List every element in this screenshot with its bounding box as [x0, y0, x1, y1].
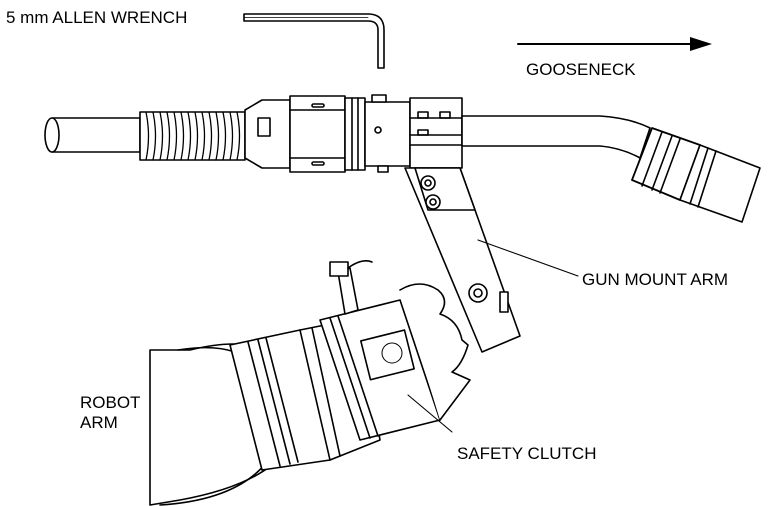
- gun-body: [244, 94, 463, 173]
- safety-clutch: [319, 260, 471, 441]
- cable-coil-ridge: [166, 111, 171, 161]
- cable-coil-ridge: [208, 111, 213, 161]
- label-allen-wrench: 5 mm ALLEN WRENCH: [6, 8, 188, 27]
- label-safety-clutch: SAFETY CLUTCH: [457, 444, 597, 463]
- direction-arrow: [517, 37, 712, 51]
- cable-coil-ridge: [152, 111, 157, 161]
- gun-mount-arm: [404, 167, 521, 353]
- label-gooseneck: GOOSENECK: [526, 60, 636, 79]
- leader-gun-mount-arm: [477, 239, 579, 277]
- cable-coil-ridge: [187, 111, 192, 161]
- label-robot-arm-line2: ARM: [80, 413, 118, 432]
- cable-coil-ridge: [229, 111, 234, 161]
- cable-coil-ridge: [236, 111, 241, 161]
- cable-coil-ridge: [222, 111, 227, 161]
- cable-coil-ridge: [159, 111, 164, 161]
- allen-wrench: [243, 13, 385, 69]
- cable-coils: [145, 111, 241, 161]
- label-robot-arm-line1: ROBOT: [80, 393, 141, 412]
- label-gun-mount-arm: GUN MOUNT ARM: [582, 270, 729, 289]
- cable-coil-ridge: [215, 111, 220, 161]
- cable-coil-ridge: [201, 111, 206, 161]
- leader-safety-clutch: [407, 394, 453, 433]
- gooseneck-tube: [461, 115, 761, 223]
- cable-coil-ridge: [173, 111, 178, 161]
- cable-coil-ridge: [194, 111, 199, 161]
- cable-coil-ridge: [180, 111, 185, 161]
- leader-lines: [407, 239, 579, 433]
- cable-coil-ridge: [145, 111, 150, 161]
- cable-conduit: [44, 111, 246, 161]
